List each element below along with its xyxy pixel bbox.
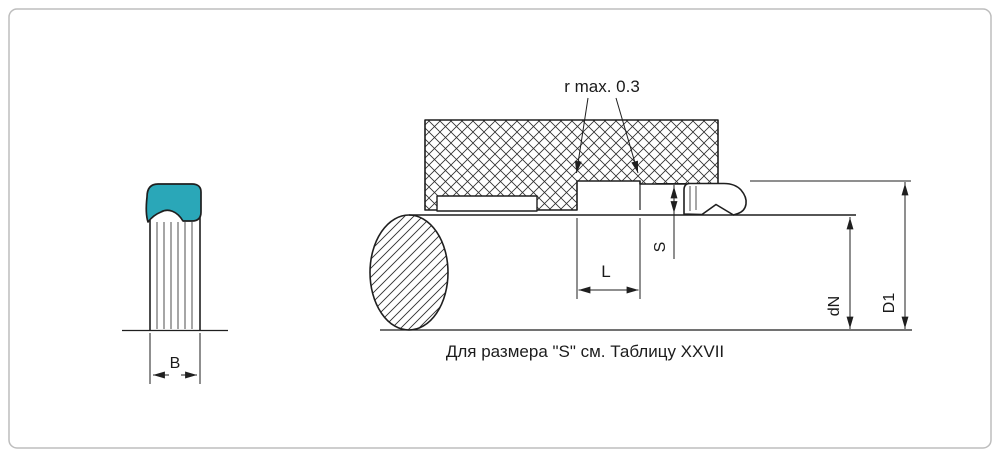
callout-r-max: r max. 0.3 <box>564 77 640 174</box>
seal-profile-view: B <box>122 183 228 384</box>
page-border-frame <box>8 8 992 449</box>
dim-label-l: L <box>601 262 610 281</box>
dim-label-s: S <box>652 242 669 253</box>
dim-label-dn: dN <box>826 296 843 316</box>
shaft-break-ellipse <box>369 214 449 331</box>
dim-label-b: B <box>170 355 181 372</box>
table-reference-caption: Для размера "S" см. Таблицу XXVII <box>446 342 724 361</box>
dim-label-d1: D1 <box>881 293 898 314</box>
dim-label-r-max: r max. 0.3 <box>564 77 640 96</box>
dimension-l: L <box>576 218 641 299</box>
dimension-b: B <box>149 333 201 384</box>
shaft <box>369 214 912 331</box>
dimension-d1: D1 <box>750 180 911 329</box>
installation-section-view: r max. 0.3 L S dN <box>369 77 912 361</box>
support-ring <box>436 195 538 212</box>
dimension-s: S <box>652 183 686 259</box>
seal-elastomer-cap <box>145 183 202 223</box>
dimension-dn: dN <box>826 217 854 329</box>
installed-seal-profile <box>683 182 747 216</box>
